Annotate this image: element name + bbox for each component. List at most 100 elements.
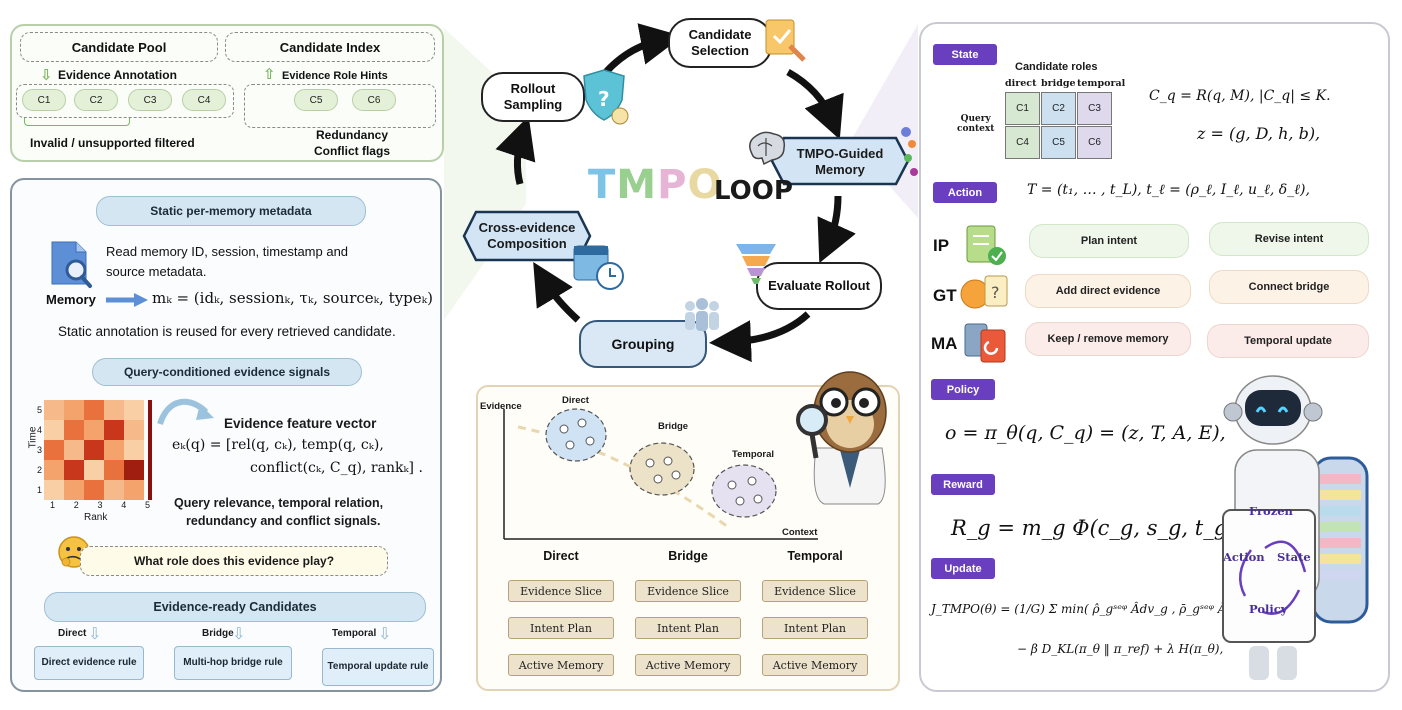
feature-vector-title: Evidence feature vector (224, 416, 377, 431)
state-formula-1: C_q = R(q, M), |C_q| ≤ K. (1149, 88, 1331, 104)
bridge-evidence-slice: Evidence Slice (635, 580, 741, 602)
direct-evidence-rule: Direct evidence rule (34, 646, 144, 680)
cell-c4: C4 (1005, 126, 1040, 159)
redundancy-note: Redundancy (315, 128, 388, 142)
keep-remove-memory-button: Keep / remove memory (1025, 322, 1191, 356)
connect-bridge-button: Connect bridge (1209, 270, 1369, 304)
cell-c5: C5 (1041, 126, 1076, 159)
tmpo-wordmark: TMPO (588, 162, 722, 208)
calendar-clock-icon (573, 245, 624, 290)
memory-label: Memory (46, 292, 96, 307)
heatmap-cell (104, 440, 124, 460)
heatmap-cell (104, 400, 124, 420)
robot-cycle-policy: Policy (1249, 602, 1288, 616)
robot-cycle-state: State (1277, 550, 1311, 564)
conflict-flags-note: Conflict flags (313, 144, 390, 158)
heatmap-cell (84, 460, 104, 480)
robot-icon (1222, 375, 1369, 680)
multihop-bridge-rule: Multi-hop bridge rule (174, 646, 292, 680)
curved-arrow-icon (157, 398, 214, 426)
policy-formula: o = π_θ(q, C_q) = (z, T, A, E), (945, 422, 1226, 444)
heatmap-cell (124, 440, 144, 460)
chip-c4: C4 (182, 89, 226, 111)
update-formula-1: J_TMPO(θ) = (1/G) Σ min( ρ̂_gˢᵉᵠ Âdv_g ,… (931, 602, 1264, 616)
state-formula-2: z = (g, D, h, b), (1197, 124, 1321, 143)
cell-c6: C6 (1077, 126, 1112, 159)
filter-bracket (24, 118, 130, 126)
memory-search-icon (51, 241, 92, 288)
temporal-evidence-slice: Evidence Slice (762, 580, 868, 602)
svg-text:?: ? (598, 87, 610, 111)
intent-plan-icon (966, 225, 1006, 265)
index-chip-group (244, 84, 436, 128)
tmpo-memory-hexagon (770, 136, 910, 186)
candidate-roles-title: Candidate roles (1015, 61, 1098, 73)
evidence-question-icon: ? (960, 275, 1008, 309)
heatmap-scale-bar (148, 400, 152, 500)
heatmap-cell (124, 460, 144, 480)
query-signals-pill: Query-conditioned evidence signals (92, 358, 362, 386)
chip-c3: C3 (128, 89, 172, 111)
signal-text-line2: redundancy and conflict signals. (186, 514, 381, 528)
chip-c6: C6 (352, 89, 396, 111)
pool-chip-group (16, 84, 234, 118)
memory-formula: mₖ = (idₖ, sessionₖ, τₖ, sourceₖ, typeₖ) (152, 289, 433, 307)
axis-x-label: Context (782, 527, 818, 538)
heatmap-cell (44, 420, 64, 440)
heatmap-cell (64, 420, 84, 440)
update-formula-2: − β D_KL(π_θ ‖ π_ref) + λ H(π_θ), (1017, 642, 1224, 656)
evidence-axes (503, 408, 818, 540)
chip-c5: C5 (294, 89, 338, 111)
colored-dots-icon (901, 127, 918, 176)
column-title-direct: Direct (543, 549, 579, 563)
heatmap-cell (64, 400, 84, 420)
temporal-intent-plan: Intent Plan (762, 617, 868, 639)
cell-c2: C2 (1041, 92, 1076, 125)
feature-formula-line2: conflict(cₖ, C_q), rankₖ] . (250, 460, 423, 476)
svg-text:?: ? (991, 283, 1000, 302)
tmpo-letter: P (657, 162, 688, 208)
evidence-annotation-panel: Static per-memory metadata Read memory I… (10, 178, 442, 692)
action-label-ip: IP (933, 236, 950, 255)
chip-c2: C2 (74, 89, 118, 111)
heatmap-cell (44, 440, 64, 460)
memory-card-icon (964, 323, 1006, 363)
cluster-label-direct: Direct (562, 395, 589, 406)
heatmap-cell (104, 480, 124, 500)
policy-tag: Policy (931, 379, 995, 400)
shield-question-icon: ? (583, 69, 629, 125)
axis-y-label: Evidence (480, 401, 522, 412)
heatmap-cell (64, 480, 84, 500)
heatmap-cell (44, 400, 64, 420)
right-arrow-icon (106, 293, 148, 307)
plan-intent-button: Plan intent (1029, 224, 1189, 258)
evidence-annotation-label: Evidence Annotation (58, 68, 177, 82)
read-metadata-line2: source metadata. (106, 264, 207, 279)
temporal-update-rule: Temporal update rule (322, 648, 434, 686)
cluster-label-bridge: Bridge (658, 421, 689, 432)
candidate-pool-panel: Candidate Pool Candidate Index ⇩ Evidenc… (10, 24, 444, 162)
down-arrow-icon: ⇩ (40, 67, 53, 84)
feature-formula-line1: eₖ(q) = [rel(q, cₖ), temp(q, cₖ), (172, 437, 384, 453)
heatmap-cell (64, 460, 84, 480)
funnel-icon (736, 244, 776, 284)
temporal-active-memory: Active Memory (762, 654, 868, 676)
up-arrow-icon: ⇧ (263, 66, 276, 83)
cluster-label-temporal: Temporal (732, 449, 775, 460)
heatmap-cell (124, 400, 144, 420)
loop-wordmark: LOOP (714, 176, 793, 206)
candidate-index-header: Candidate Index (225, 32, 435, 62)
chip-c1: C1 (22, 89, 66, 111)
cell-c1: C1 (1005, 92, 1040, 125)
evidence-role-hints-label: Evidence Role Hints (282, 70, 388, 82)
mdp-formulation-panel: State Candidate roles direct bridge temp… (919, 22, 1390, 692)
role-col-temporal: temporal (1077, 78, 1126, 89)
tmpo-letter: O (687, 162, 723, 208)
tool-document-icon (765, 19, 806, 62)
temporal-update-button: Temporal update (1207, 324, 1369, 358)
update-tag: Update (931, 558, 995, 579)
heatmap-cell (104, 420, 124, 440)
heatmap-cell (44, 480, 64, 500)
